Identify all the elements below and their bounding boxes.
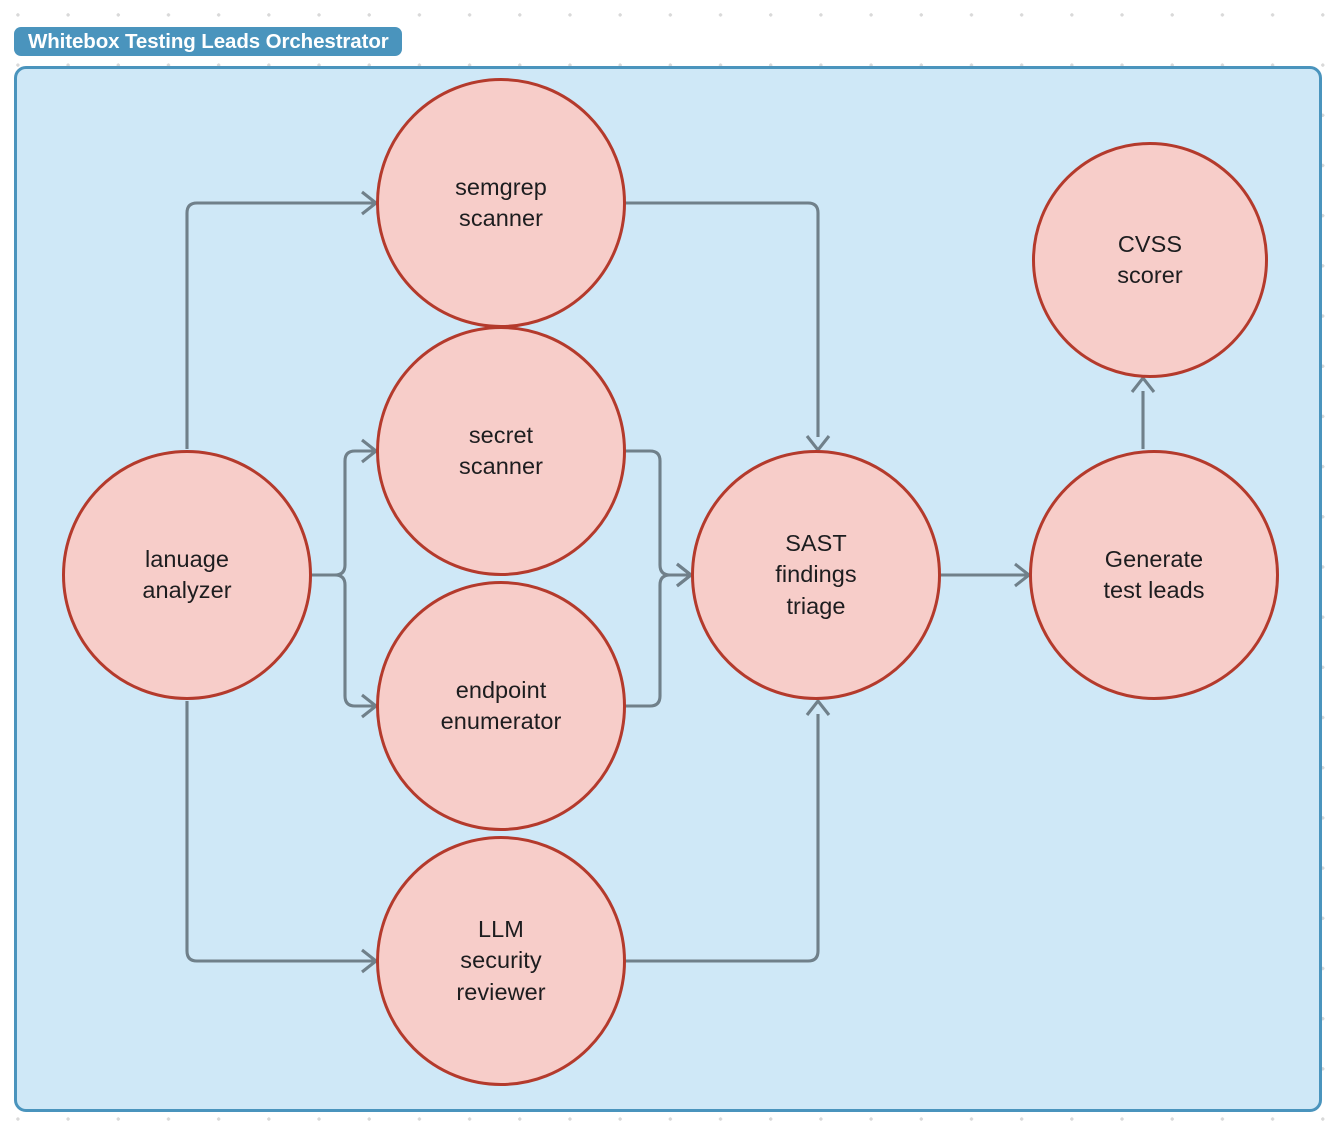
node-label-secret-scanner: secret scanner [459, 421, 543, 480]
node-generate-test-leads[interactable]: Generate test leads [1029, 450, 1279, 700]
node-label-generate-test-leads: Generate test leads [1103, 545, 1205, 604]
node-secret-scanner[interactable]: secret scanner [376, 326, 626, 576]
node-label-endpoint-enumerator: endpoint enumerator [440, 676, 562, 735]
node-label-semgrep-scanner: semgrep scanner [455, 173, 547, 232]
node-semgrep-scanner[interactable]: semgrep scanner [376, 78, 626, 328]
subgraph-title-label: Whitebox Testing Leads Orchestrator [14, 27, 402, 56]
node-cvss-scorer[interactable]: CVSS scorer [1032, 142, 1268, 378]
node-label-llm-security-reviewer: LLM security reviewer [456, 915, 546, 1005]
node-endpoint-enumerator[interactable]: endpoint enumerator [376, 581, 626, 831]
node-label-sast-findings-triage: SAST findings triage [775, 529, 857, 619]
node-label-language-analyzer: lanuage analyzer [142, 545, 232, 604]
node-language-analyzer[interactable]: lanuage analyzer [62, 450, 312, 700]
node-label-cvss-scorer: CVSS scorer [1117, 230, 1183, 289]
node-llm-security-reviewer[interactable]: LLM security reviewer [376, 836, 626, 1086]
node-sast-findings-triage[interactable]: SAST findings triage [691, 450, 941, 700]
